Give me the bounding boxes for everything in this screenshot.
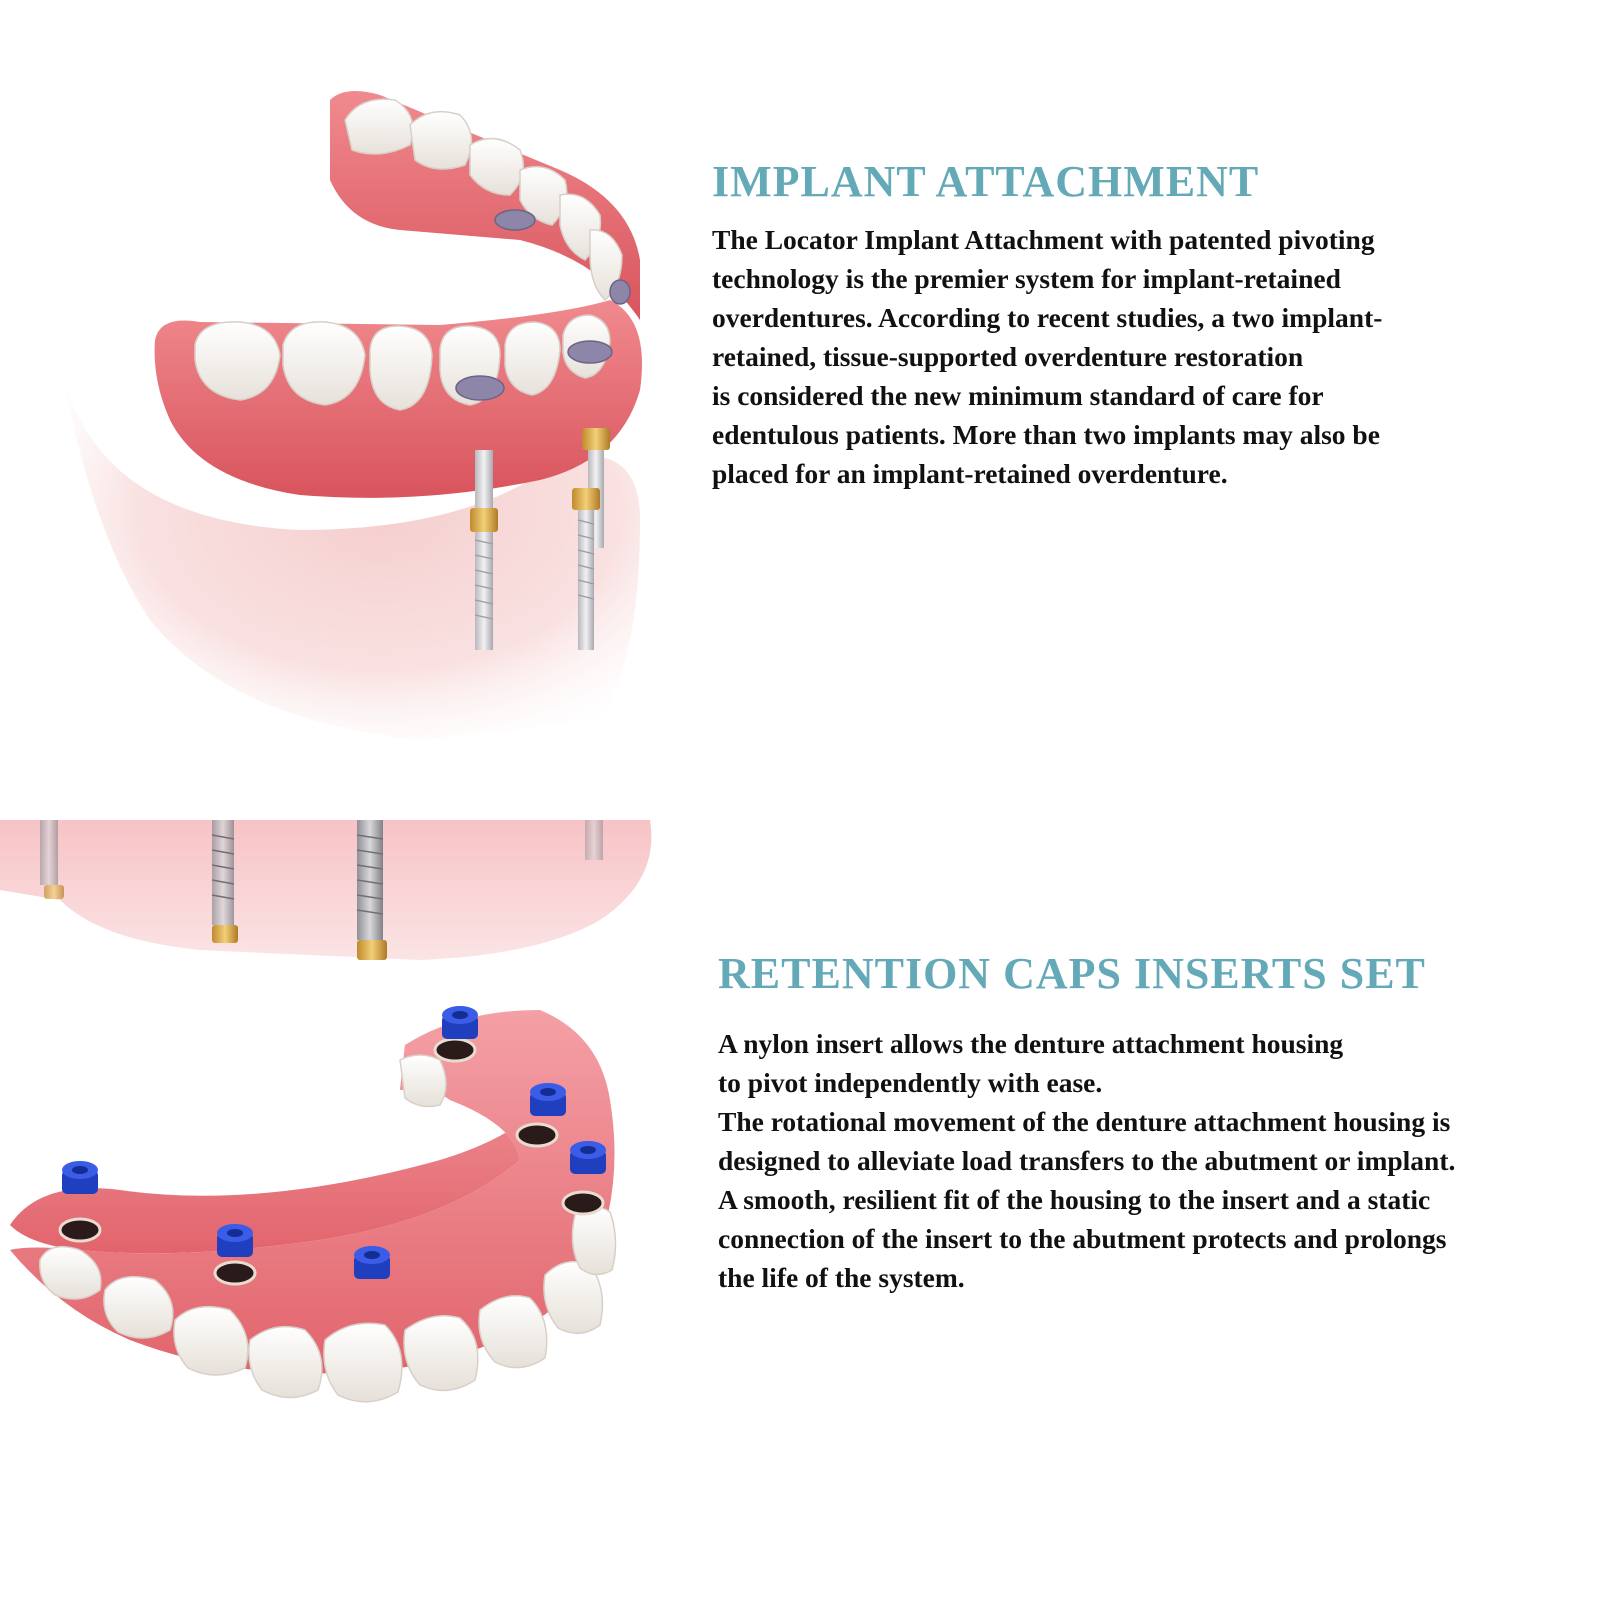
retention-caps-section: RETENTION CAPS INSERTS SET A nylon inser… [718,949,1598,1297]
description-line: technology is the premier system for imp… [712,263,1341,295]
description-line: A nylon insert allows the denture attach… [718,1028,1344,1060]
description-line: overdentures. According to recent studie… [712,302,1383,334]
description-line: A smooth, resilient fit of the housing t… [718,1184,1431,1216]
implant-attachment-section: IMPLANT ATTACHMENT The Locator Implant A… [712,157,1582,493]
retention-caps-heading: RETENTION CAPS INSERTS SET [718,949,1426,998]
description-line: to pivot independently with ease. [718,1067,1103,1099]
description-line: retained, tissue-supported overdenture r… [712,341,1304,373]
description-line: designed to alleviate load transfers to … [718,1145,1456,1177]
description-line: The Locator Implant Attachment with pate… [712,224,1375,256]
implant-attachment-description: The Locator Implant Attachment with pate… [712,220,1582,493]
retention-caps-illustration [0,820,652,1403]
description-line: is considered the new minimum standard o… [712,380,1324,412]
description-line: placed for an implant-retained overdentu… [712,458,1228,490]
retention-caps-description: A nylon insert allows the denture attach… [718,1024,1598,1297]
description-line: edentulous patients. More than two impla… [712,419,1380,451]
overdenture-illustration [60,91,643,740]
description-line: The rotational movement of the denture a… [718,1106,1451,1138]
description-line: connection of the insert to the abutment… [718,1223,1447,1255]
implant-attachment-heading: IMPLANT ATTACHMENT [712,157,1260,206]
description-line: the life of the system. [718,1262,965,1294]
